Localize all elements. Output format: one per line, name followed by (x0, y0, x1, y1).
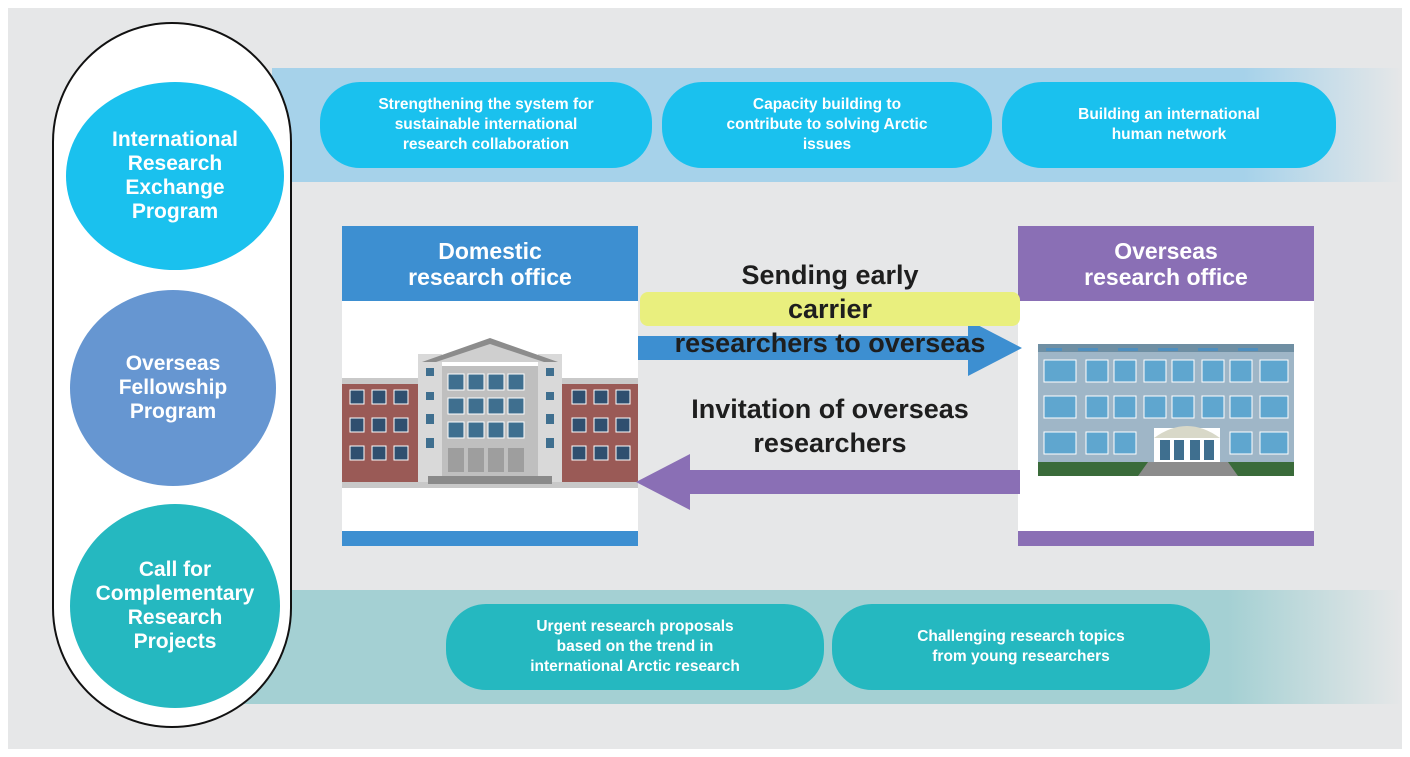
overseas-office-header: Overseas research office (1018, 226, 1314, 301)
invite-arrow (636, 454, 1020, 510)
program-line: Program (129, 400, 217, 423)
program-line: Exchange (125, 176, 225, 199)
program-line: Program (131, 200, 219, 223)
program-circle-complementary-projects: Call for Complementary Research Projects (70, 504, 280, 708)
program-line: Overseas (125, 352, 221, 375)
goal-line: based on the trend in (556, 638, 714, 655)
program-line: Research (127, 606, 223, 629)
goal-pill-challenging-topics: Challenging research topics from young r… (832, 604, 1210, 690)
program-line: International (111, 128, 238, 151)
goal-line: Strengthening the system for (378, 96, 594, 113)
goal-line: contribute to solving Arctic (726, 116, 928, 133)
overseas-office-title-line: research office (1084, 263, 1248, 290)
goal-line: Urgent research proposals (536, 618, 734, 635)
goal-line: Capacity building to (752, 96, 902, 113)
program-line: Complementary (95, 582, 255, 605)
program-line: Fellowship (118, 376, 228, 399)
domestic-building-icon (342, 338, 638, 488)
send-label-highlight: carrier (640, 292, 1020, 326)
goal-pill-capacity-building: Capacity building to contribute to solvi… (662, 82, 992, 168)
program-line: Call for (138, 558, 212, 581)
goal-pill-strengthening-system: Strengthening the system for sustainable… (320, 82, 652, 168)
program-circle-overseas-fellowship: Overseas Fellowship Program (70, 290, 276, 486)
goal-line: human network (1111, 126, 1227, 143)
overseas-building-icon (1038, 344, 1294, 476)
send-label-text: Sending early (741, 260, 919, 290)
goal-line: research collaboration (402, 136, 570, 153)
domestic-office-card: Domestic research office (342, 226, 638, 546)
domestic-office-header: Domestic research office (342, 226, 638, 301)
domestic-office-footer (342, 531, 638, 546)
goal-pill-urgent-proposals: Urgent research proposals based on the t… (446, 604, 824, 690)
send-label-line2: researchers to overseas (674, 328, 986, 358)
goal-line: Building an international (1078, 106, 1260, 123)
invite-label-line1: Invitation of overseas (691, 394, 969, 424)
program-line: Research (127, 152, 223, 175)
send-arrow-label: Sending early carrier researchers to ove… (640, 258, 1020, 360)
domestic-office-title-line: research office (408, 263, 572, 290)
goal-pill-human-network: Building an international human network (1002, 82, 1336, 168)
goal-line: from young researchers (932, 648, 1110, 665)
goal-line: Challenging research topics (917, 628, 1125, 645)
domestic-office-title-line: Domestic (438, 237, 542, 264)
goal-line: international Arctic research (530, 658, 740, 675)
program-line: Projects (133, 630, 217, 653)
goal-line: sustainable international (394, 116, 578, 133)
invite-label-line2: researchers (753, 428, 907, 458)
goal-line: issues (802, 136, 852, 153)
program-circle-international-exchange: International Research Exchange Program (66, 82, 284, 270)
overseas-office-card: Overseas research office (1018, 226, 1314, 546)
send-arrow (638, 320, 1022, 376)
invite-arrow-label: Invitation of overseas researchers (640, 392, 1020, 460)
overseas-office-footer (1018, 531, 1314, 546)
overseas-office-title-line: Overseas (1114, 237, 1218, 264)
